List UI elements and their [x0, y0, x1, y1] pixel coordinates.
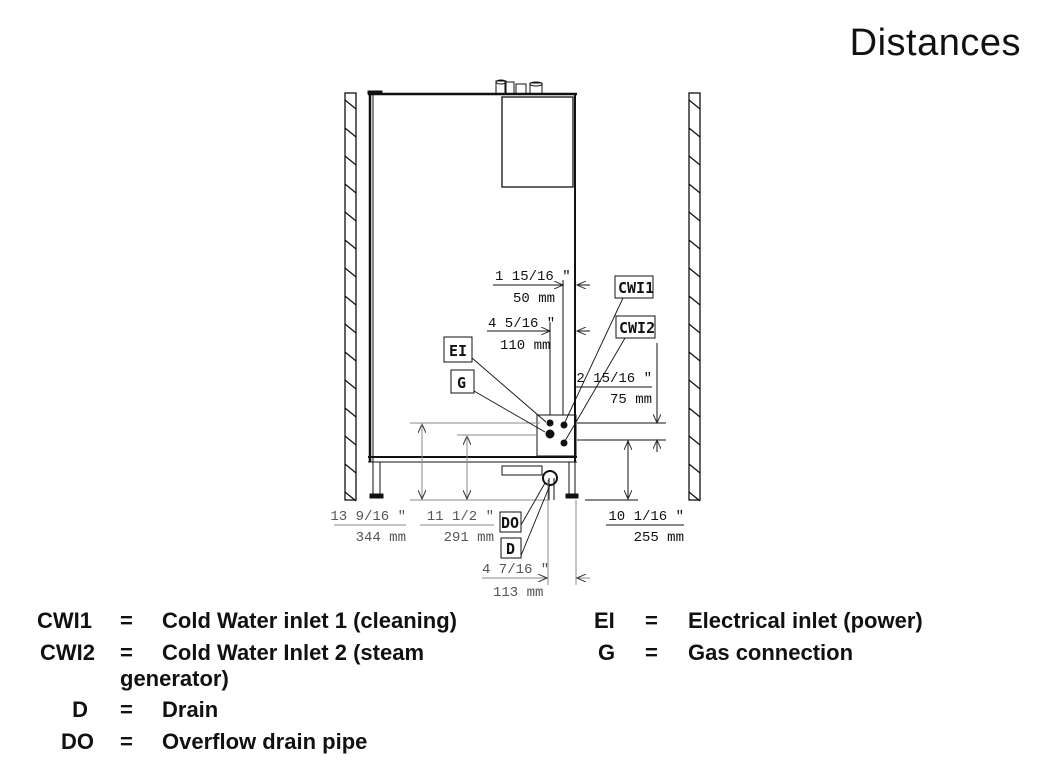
dim-50-mm: 50 mm: [513, 291, 555, 307]
dim-291-inch: 11 1/2 ": [427, 509, 494, 525]
tag-cwi2: CWI2: [615, 315, 656, 339]
wall-hatch-line: [344, 379, 357, 390]
dimension-lines: [487, 280, 666, 501]
svg-text:CWI1: CWI1: [618, 279, 654, 297]
right-wall: [688, 92, 701, 502]
wall-hatch-line: [688, 407, 701, 418]
leader-lines: [471, 297, 626, 559]
appliance-body: [367, 79, 579, 500]
svg-text:EI: EI: [449, 342, 467, 360]
dim-113-mm: 113 mm: [493, 585, 543, 600]
wall-hatch-line: [688, 435, 701, 446]
wall-hatch-line: [688, 127, 701, 138]
wall-hatch-line: [344, 407, 357, 418]
dim-75-inch: 2 15/16 ": [576, 371, 652, 387]
wall-hatch-line: [688, 211, 701, 222]
wall-hatch-line: [344, 127, 357, 138]
wall-hatch-line: [688, 99, 701, 110]
dim-50-inch: 1 15/16 ": [495, 269, 571, 285]
dimension-lines-grey: [334, 422, 590, 585]
svg-text:DO: DO: [501, 514, 519, 532]
wall-hatch-line: [688, 491, 701, 502]
dim-110-inch: 4 5/16 ": [488, 316, 555, 332]
dim-291-mm: 291 mm: [444, 530, 494, 546]
dimension-separators: [576, 386, 684, 526]
wall-hatch-line: [344, 323, 357, 334]
svg-text:D: D: [506, 540, 515, 558]
wall-hatch-line: [688, 155, 701, 166]
wall-hatch-line: [688, 323, 701, 334]
dim-255-inch: 10 1/16 ": [608, 509, 684, 525]
wall-hatch-line: [344, 211, 357, 222]
dim-255-mm: 255 mm: [634, 530, 684, 546]
wall-hatch-line: [688, 463, 701, 474]
dim-110-mm: 110 mm: [500, 338, 550, 354]
wall-hatch-line: [688, 351, 701, 362]
svg-text:G: G: [457, 374, 466, 392]
wall-hatch-line: [344, 267, 357, 278]
wall-hatch-line: [688, 239, 701, 250]
wall-hatch-line: [344, 351, 357, 362]
tag-d: D: [500, 537, 522, 559]
wall-hatch-line: [344, 295, 357, 306]
wall-hatch-line: [344, 239, 357, 250]
wall-hatch-line: [344, 435, 357, 446]
wall-hatch-line: [344, 99, 357, 110]
wall-hatch-line: [688, 379, 701, 390]
tag-cwi1: CWI1: [614, 275, 654, 299]
tag-g: G: [450, 369, 475, 394]
left-wall: [344, 92, 357, 502]
dim-75-mm: 75 mm: [610, 392, 652, 408]
wall-hatch-line: [688, 295, 701, 306]
wall-hatch-line: [688, 183, 701, 194]
svg-text:CWI2: CWI2: [619, 319, 655, 337]
dim-344-inch: 13 9/16 ": [330, 509, 406, 525]
wall-hatch-line: [344, 463, 357, 474]
dim-344-mm: 344 mm: [356, 530, 406, 546]
dim-113-inch: 4 7/16 ": [482, 562, 549, 578]
wall-hatch-line: [344, 491, 357, 502]
wall-hatch-line: [344, 183, 357, 194]
tag-do: DO: [499, 511, 522, 533]
tag-ei: EI: [443, 336, 473, 363]
distances-diagram: CWI1 CWI2 EI G DO D 1 15/16 " 50 mm 4 5/…: [330, 79, 701, 600]
wall-hatch-line: [344, 155, 357, 166]
wall-hatch-line: [688, 267, 701, 278]
page-title: Distances: [849, 22, 1021, 64]
